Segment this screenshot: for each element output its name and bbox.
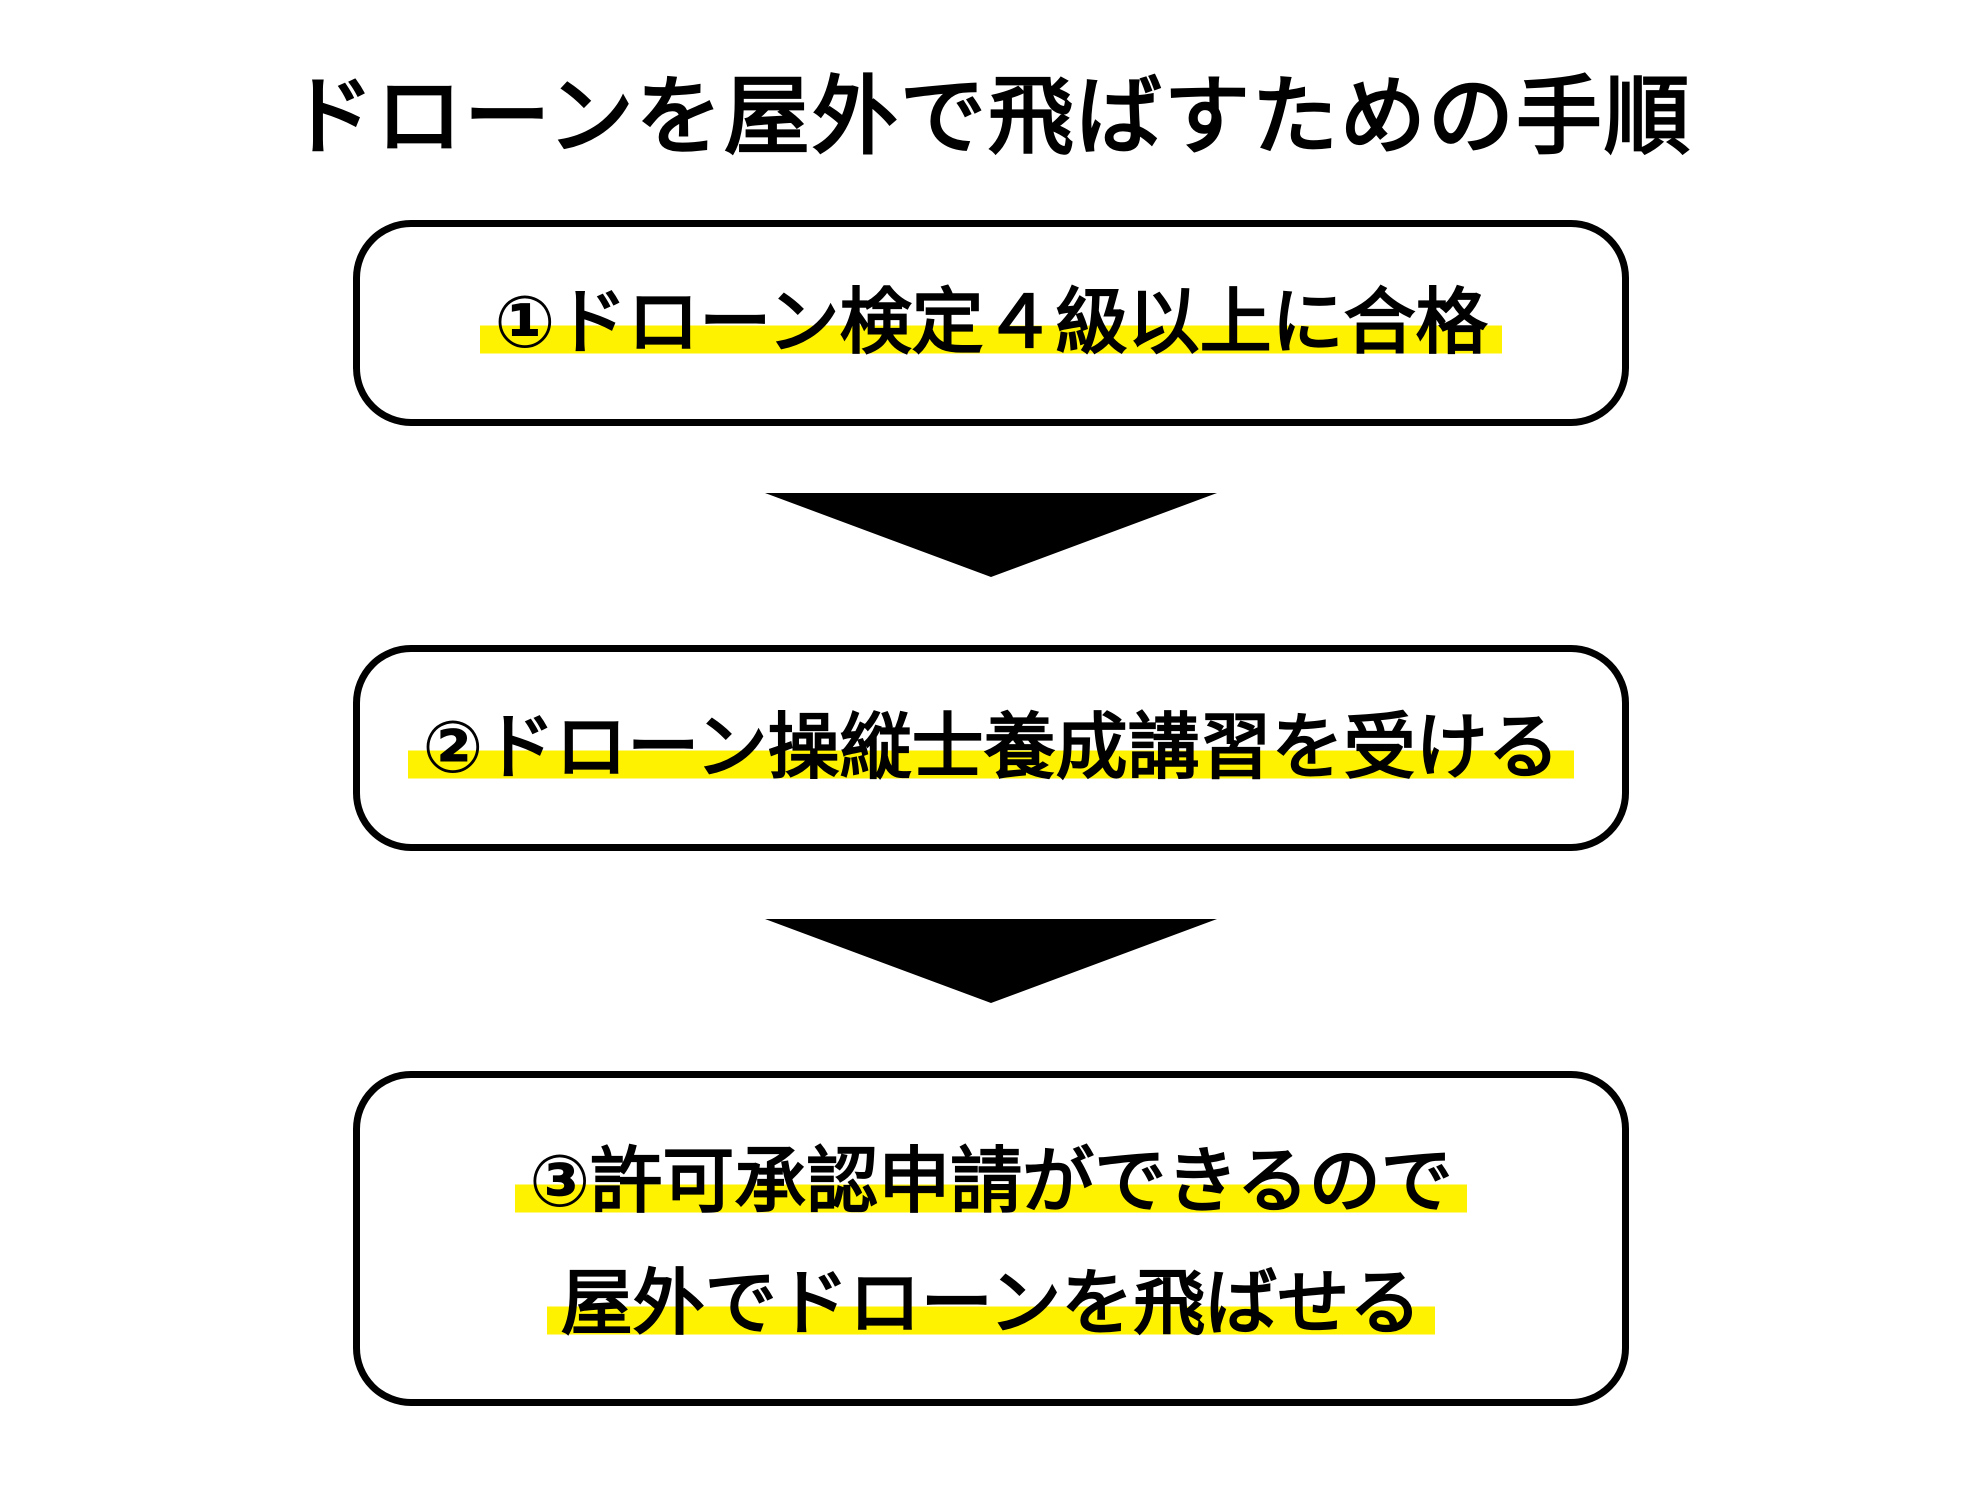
down-arrow-icon: [765, 919, 1217, 1003]
step-1-line: ①ドローン検定４級以上に合格: [360, 277, 1622, 367]
step-2-line: ②ドローン操縦士養成講習を受ける: [360, 702, 1622, 792]
step-3-text-2: 屋外でドローンを飛ばせる: [546, 1258, 1436, 1348]
step-3-line-2: 屋外でドローンを飛ばせる: [360, 1258, 1622, 1348]
diagram-title: ドローンを屋外で飛ばすための手順: [288, 67, 1692, 167]
step-3-line-1: ③許可承認申請ができるので: [360, 1136, 1622, 1226]
step-1-text: ①ドローン検定４級以上に合格: [480, 277, 1502, 367]
step-1-box: ①ドローン検定４級以上に合格: [353, 220, 1629, 426]
down-arrow-icon: [765, 493, 1217, 577]
step-3-box: ③許可承認申請ができるので 屋外でドローンを飛ばせる: [353, 1071, 1629, 1406]
step-3-text-1: ③許可承認申請ができるので: [515, 1136, 1467, 1226]
step-2-text: ②ドローン操縦士養成講習を受ける: [408, 702, 1574, 792]
step-2-box: ②ドローン操縦士養成講習を受ける: [353, 645, 1629, 851]
